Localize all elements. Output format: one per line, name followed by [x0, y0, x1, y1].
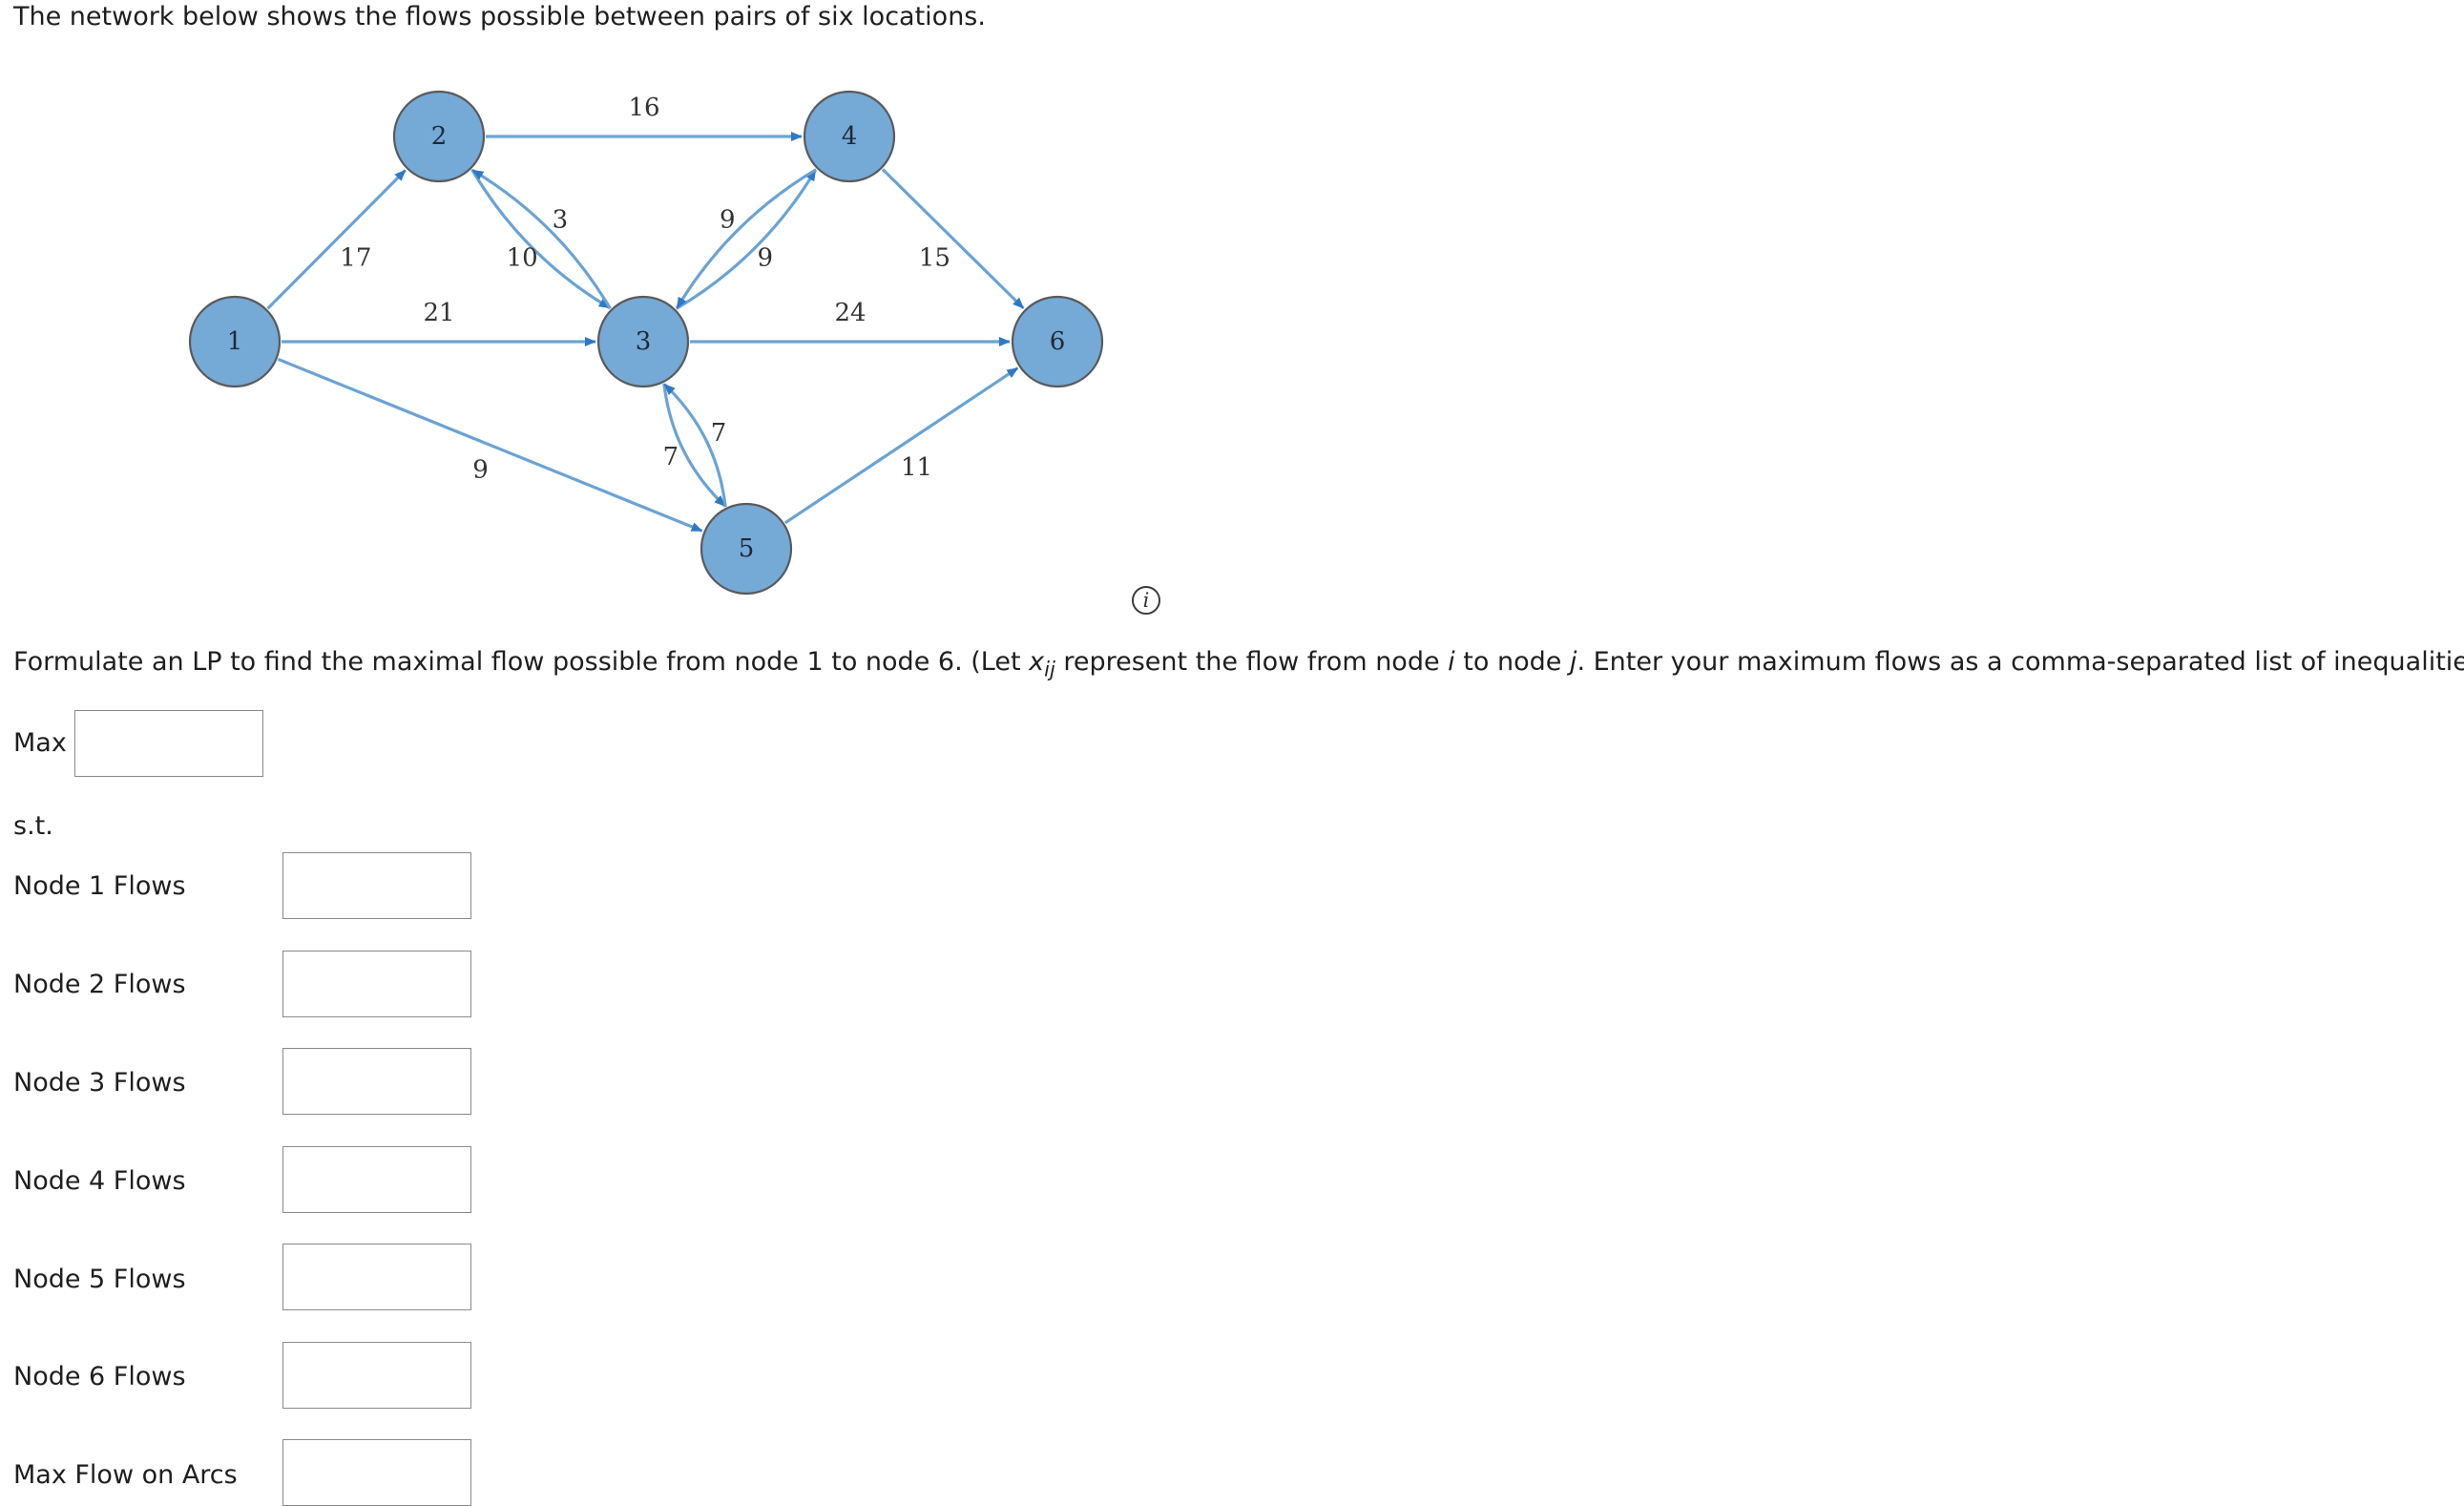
node-1-flows-input[interactable] — [282, 852, 471, 919]
node-6 — [1011, 295, 1104, 388]
max-objective-input[interactable] — [74, 710, 263, 777]
max-flow-on-arcs-label: Max Flow on Arcs — [13, 1460, 238, 1490]
capacity-label-1-5: 9 — [472, 455, 489, 484]
capacity-label-4-3: 9 — [720, 206, 736, 235]
node-4-flows-label: Node 4 Flows — [13, 1166, 186, 1196]
edge-5-6 — [783, 366, 1019, 525]
capacity-label-4-6: 15 — [919, 243, 950, 272]
st-label: s.t. — [13, 811, 53, 841]
node-1-flows-label: Node 1 Flows — [13, 871, 186, 901]
instructions: Formulate an LP to find the maximal flow… — [13, 647, 2464, 681]
edge-4-6 — [881, 168, 1025, 310]
edge-5-3 — [663, 383, 727, 508]
node-4-flows-input[interactable] — [282, 1146, 471, 1213]
node-2-flows-label: Node 2 Flows — [13, 970, 186, 999]
capacity-label-5-3: 7 — [711, 419, 727, 448]
node-5 — [700, 502, 793, 596]
capacity-label-3-2: 3 — [553, 206, 569, 235]
capacity-label-3-6: 24 — [834, 299, 866, 327]
node-4 — [803, 90, 896, 183]
capacity-label-2-3: 10 — [507, 243, 538, 272]
capacity-label-1-2: 17 — [340, 243, 371, 272]
edge-4-3 — [676, 168, 818, 309]
node-label-2: 2 — [431, 122, 448, 151]
node-6-flows-label: Node 6 Flows — [13, 1362, 186, 1391]
node-label-4: 4 — [842, 122, 858, 151]
capacity-label-3-5: 7 — [663, 443, 679, 471]
node-label-3: 3 — [636, 327, 652, 356]
capacity-label-2-4: 16 — [628, 94, 659, 122]
capacity-label-5-6: 11 — [901, 453, 932, 482]
edge-3-2 — [471, 169, 612, 310]
max-label: Max — [13, 728, 67, 758]
node-label-6: 6 — [1050, 327, 1066, 356]
node-3-flows-input[interactable] — [282, 1048, 471, 1115]
node-3 — [596, 295, 690, 388]
capacity-label-3-4: 9 — [757, 243, 773, 272]
node-2 — [392, 90, 486, 183]
info-icon[interactable]: i — [1132, 586, 1160, 615]
node-5-flows-label: Node 5 Flows — [13, 1265, 186, 1294]
node-2-flows-input[interactable] — [282, 951, 471, 1017]
intro-text: The network below shows the flows possib… — [13, 2, 986, 31]
edge-1-5 — [277, 357, 703, 533]
node-label-5: 5 — [739, 534, 755, 563]
edge-2-3 — [470, 168, 611, 309]
edge-3-5 — [662, 383, 726, 508]
max-flow-on-arcs-input[interactable] — [282, 1439, 471, 1506]
node-label-1: 1 — [227, 327, 243, 356]
node-5-flows-input[interactable] — [282, 1244, 471, 1310]
node-3-flows-label: Node 3 Flows — [13, 1068, 186, 1098]
node-1 — [188, 295, 282, 388]
edge-3-4 — [675, 169, 817, 310]
capacity-label-1-3: 21 — [423, 299, 454, 327]
node-6-flows-input[interactable] — [282, 1342, 471, 1409]
edge-1-2 — [266, 169, 407, 310]
